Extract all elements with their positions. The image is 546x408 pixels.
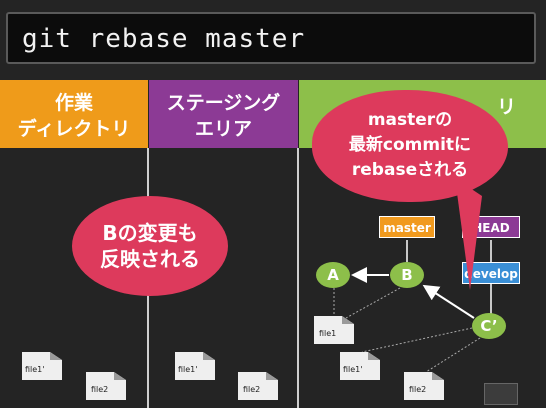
header-repository-label: リ (496, 96, 516, 118)
file-icon: file1 (314, 316, 354, 344)
file-label: file2 (243, 385, 260, 394)
callout-bubble-left: Bの変更も 反映される (72, 196, 228, 296)
branch-tag-master: master (379, 216, 435, 238)
callout-right-line1: masterの (367, 110, 453, 130)
video-thumbnail (484, 383, 518, 405)
file-label: file1' (178, 365, 197, 374)
callout-left-line1: Bの変更も (102, 221, 198, 245)
file-icon: file1' (22, 352, 62, 380)
file-icon: file1' (175, 352, 215, 380)
command-text: git rebase master (22, 24, 306, 54)
header-working-directory-line1: 作業 (54, 92, 93, 114)
header-working-directory-line2: ディレクトリ (17, 118, 131, 140)
command-bar: git rebase master (6, 12, 536, 64)
header-working-directory: 作業 ディレクトリ (0, 80, 148, 148)
callout-left-line2: 反映される (100, 247, 200, 271)
callout-bubble-right: masterの 最新commitに rebaseされる (312, 90, 508, 202)
file-label: file1' (343, 365, 362, 374)
file-icon: file2 (238, 372, 278, 400)
header-staging-area-line1: ステージング (166, 92, 281, 114)
file-icon: file1' (340, 352, 380, 380)
branch-tag-develop: develop (462, 262, 520, 284)
file-icon: file2 (404, 372, 444, 400)
callout-right-line2: 最新commitに (348, 135, 472, 155)
file-icon: file2 (86, 372, 126, 400)
callout-right-line3: rebaseされる (351, 160, 469, 180)
header-staging-area: ステージング エリア (149, 80, 298, 148)
file-label: file2 (409, 385, 426, 394)
column-divider (297, 148, 299, 408)
file-label: file2 (91, 385, 108, 394)
header-staging-area-line2: エリア (194, 118, 252, 140)
commit-node-c-prime: C’ (472, 313, 506, 339)
file-label: file1 (319, 329, 336, 338)
commit-node-b: B (390, 262, 424, 288)
file-label: file1' (25, 365, 44, 374)
commit-node-a: A (316, 262, 350, 288)
